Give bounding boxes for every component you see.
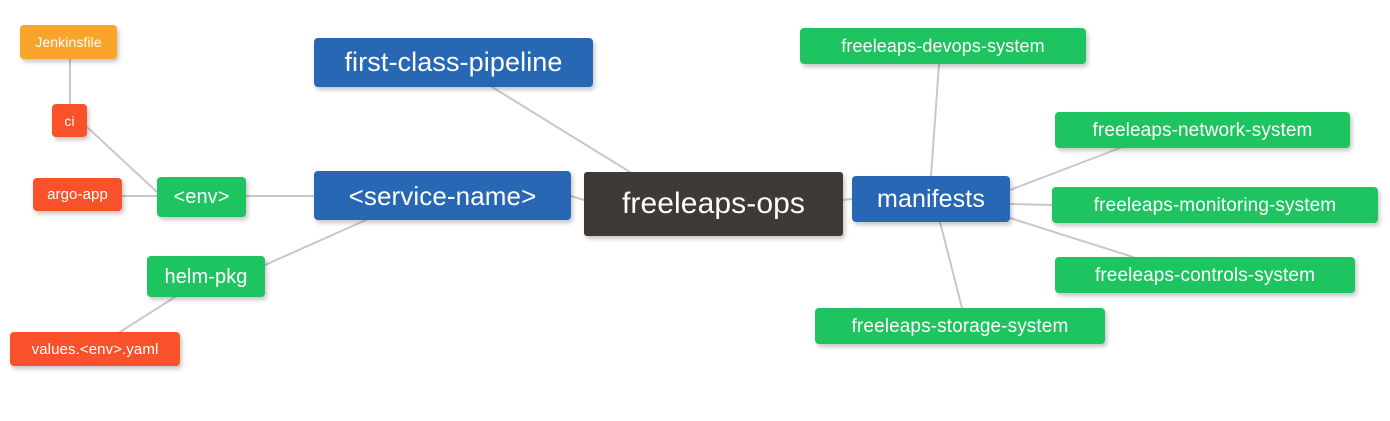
node-label-monitoring-system: freeleaps-monitoring-system xyxy=(1093,194,1337,216)
node-label-freeleaps-ops: freeleaps-ops xyxy=(621,187,806,220)
node-freeleaps-ops[interactable]: freeleaps-ops xyxy=(584,172,843,236)
edge-manifests-to-devops-system xyxy=(930,63,940,177)
node-first-class-pipeline[interactable]: first-class-pipeline xyxy=(314,38,593,87)
node-manifests[interactable]: manifests xyxy=(852,176,1010,222)
node-label-values-yaml: values.<env>.yaml xyxy=(31,340,159,358)
node-label-helm-pkg: helm-pkg xyxy=(164,265,248,288)
edge-manifests-to-monitoring-system xyxy=(1009,203,1053,206)
node-label-first-class-pipeline: first-class-pipeline xyxy=(344,47,563,77)
edge-first-class-pipeline-to-freeleaps-ops xyxy=(491,86,631,173)
edge-manifests-to-storage-system xyxy=(939,221,963,309)
node-label-env: <env> xyxy=(173,186,230,208)
node-label-network-system: freeleaps-network-system xyxy=(1092,119,1313,141)
node-monitoring-system[interactable]: freeleaps-monitoring-system xyxy=(1052,187,1378,223)
node-argo-app[interactable]: argo-app xyxy=(33,178,122,211)
node-network-system[interactable]: freeleaps-network-system xyxy=(1055,112,1350,148)
node-controls-system[interactable]: freeleaps-controls-system xyxy=(1055,257,1355,293)
edge-manifests-to-controls-system xyxy=(1009,217,1134,258)
edge-manifests-to-network-system xyxy=(1009,147,1121,191)
node-ci[interactable]: ci xyxy=(52,104,87,137)
edge-values-yaml-to-helm-pkg xyxy=(119,296,176,333)
edge-service-name-to-freeleaps-ops xyxy=(570,195,585,201)
node-storage-system[interactable]: freeleaps-storage-system xyxy=(815,308,1105,344)
edge-freeleaps-ops-to-manifests xyxy=(842,198,853,201)
node-devops-system[interactable]: freeleaps-devops-system xyxy=(800,28,1086,64)
node-label-controls-system: freeleaps-controls-system xyxy=(1094,264,1316,286)
edge-helm-pkg-to-service-name xyxy=(264,219,367,266)
node-jenkinsfile[interactable]: Jenkinsfile xyxy=(20,25,117,59)
node-label-devops-system: freeleaps-devops-system xyxy=(841,36,1045,56)
node-label-service-name: <service-name> xyxy=(348,180,537,211)
node-label-jenkinsfile: Jenkinsfile xyxy=(35,34,102,50)
node-label-argo-app: argo-app xyxy=(47,186,108,203)
node-env[interactable]: <env> xyxy=(157,177,246,217)
node-label-storage-system: freeleaps-storage-system xyxy=(851,315,1069,337)
node-label-ci: ci xyxy=(64,112,75,129)
node-service-name[interactable]: <service-name> xyxy=(314,171,571,220)
node-label-manifests: manifests xyxy=(877,184,985,213)
node-helm-pkg[interactable]: helm-pkg xyxy=(147,256,265,297)
node-values-yaml[interactable]: values.<env>.yaml xyxy=(10,332,180,366)
